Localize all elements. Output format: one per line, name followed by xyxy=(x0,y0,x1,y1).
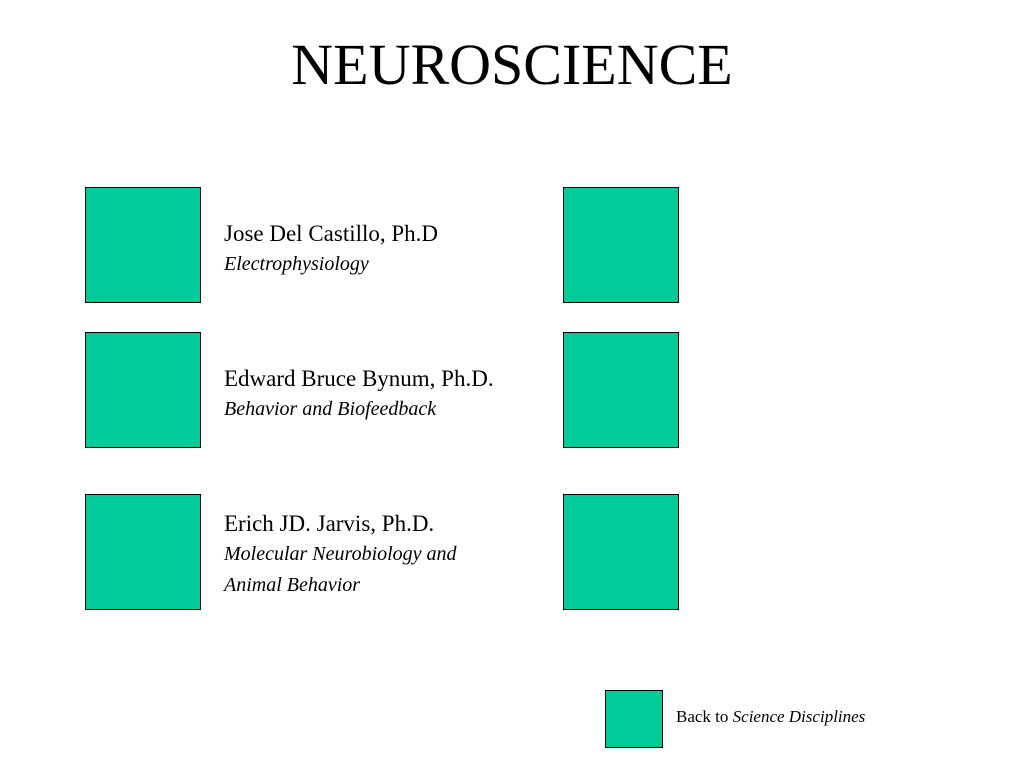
person-name: Erich JD. Jarvis, Ph.D. xyxy=(224,511,435,536)
back-link-target[interactable]: Science Disciplines xyxy=(732,707,866,726)
back-button[interactable] xyxy=(605,690,663,748)
back-link[interactable]: Back to Science Disciplines xyxy=(676,706,865,728)
person-field-continued: Animal Behavior xyxy=(224,574,361,596)
person-entry-2: Edward Bruce Bynum, Ph.D. Behavior and B… xyxy=(224,364,564,425)
person-name: Edward Bruce Bynum, Ph.D. xyxy=(224,366,494,391)
photo-button-left-3[interactable] xyxy=(85,494,201,610)
page-title: NEUROSCIENCE xyxy=(291,32,733,97)
person-entry-1: Jose Del Castillo, Ph.D Electrophysiolog… xyxy=(224,219,564,280)
media-button-right-2[interactable] xyxy=(563,332,679,448)
media-button-right-1[interactable] xyxy=(563,187,679,303)
media-button-right-3[interactable] xyxy=(563,494,679,610)
person-field: Electrophysiology xyxy=(224,253,369,275)
photo-button-left-2[interactable] xyxy=(85,332,201,448)
back-link-prefix: Back to xyxy=(676,707,733,726)
photo-button-left-1[interactable] xyxy=(85,187,201,303)
person-field: Molecular Neurobiology and xyxy=(224,543,457,565)
person-field: Behavior and Biofeedback xyxy=(224,398,437,420)
person-entry-3: Erich JD. Jarvis, Ph.D. Molecular Neurob… xyxy=(224,509,564,601)
person-name: Jose Del Castillo, Ph.D xyxy=(224,221,439,246)
